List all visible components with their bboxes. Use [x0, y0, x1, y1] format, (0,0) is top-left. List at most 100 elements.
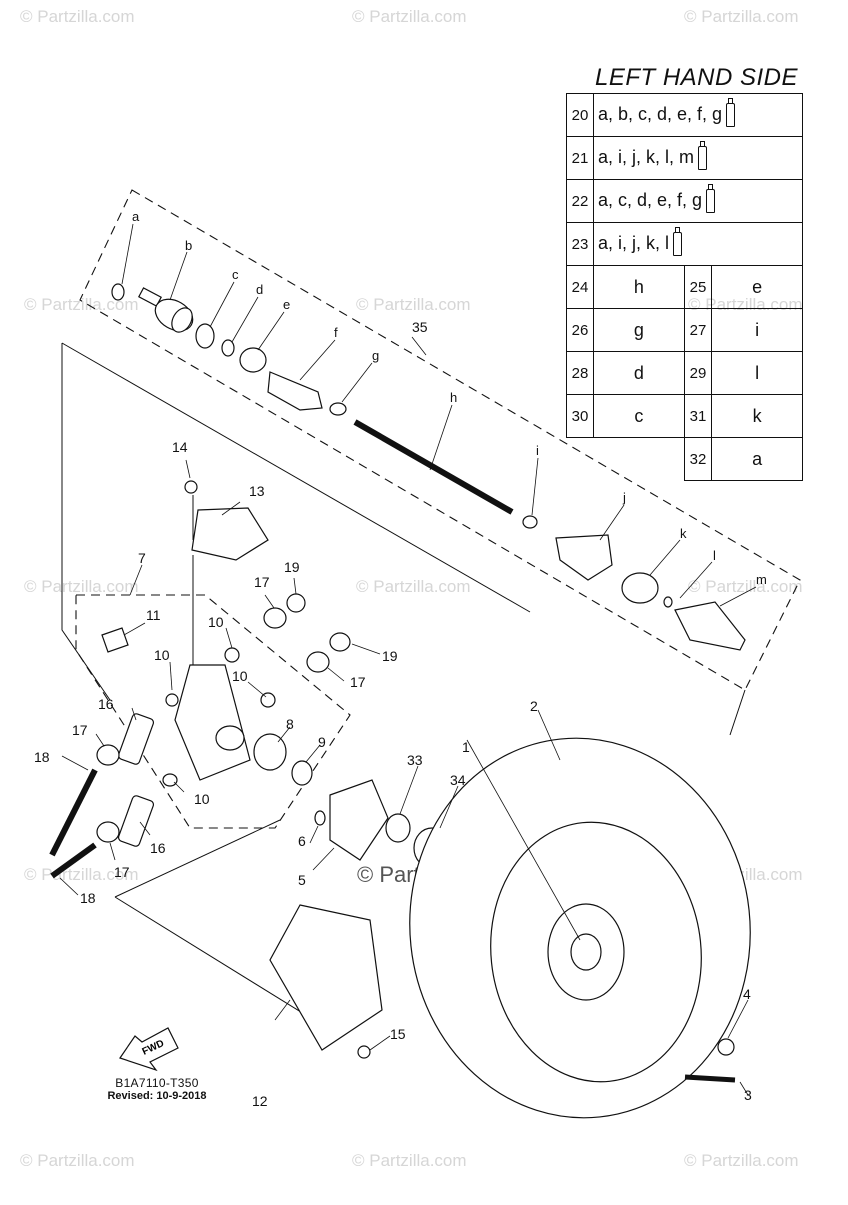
callout-18: 18 — [80, 890, 96, 906]
watermark: © Partzilla.com — [356, 577, 471, 596]
legend-row-26-27: 26 g 27 i — [566, 308, 803, 352]
reference-code: B1A7110-T350 — [115, 1076, 199, 1090]
legend-part-letter: i — [711, 308, 803, 352]
legend-num: 30 — [566, 394, 594, 438]
legend-num: 29 — [683, 351, 712, 395]
legend-letters: a, i, j, k, l — [598, 232, 670, 253]
grease-tube-icon — [706, 184, 716, 213]
legend-letters: a, b, c, d, e, f, g — [598, 103, 723, 124]
callout-2: 2 — [530, 698, 538, 714]
callout-10: 10 — [194, 791, 210, 807]
legend-num: 32 — [683, 437, 712, 481]
watermark: © Partzilla.com — [20, 1151, 135, 1170]
watermark: © Partzilla.com — [352, 1151, 467, 1170]
diagram-reference: B1A7110-T350 Revised: 10-9-2018 — [92, 1076, 222, 1102]
callout-i: i — [536, 443, 539, 458]
legend-num: 31 — [683, 394, 712, 438]
legend-row-22: 22 a, c, d, e, f, g — [566, 179, 803, 223]
grease-tube-icon — [673, 227, 683, 256]
legend-part-letter: l — [711, 351, 803, 395]
legend-part-letter: e — [711, 265, 803, 309]
knuckle-box — [75, 594, 351, 829]
watermark: © Partzilla.com — [352, 7, 467, 26]
watermark: © Partzilla.com — [24, 295, 139, 314]
letter-callouts: a b c d e f g h i j k l m — [132, 209, 767, 587]
callout-19: 19 — [284, 559, 300, 575]
driveshaft-box — [79, 189, 801, 691]
legend-row-28-29: 28 d 29 l — [566, 351, 803, 395]
callout-16: 16 — [150, 840, 166, 856]
callout-j: j — [622, 490, 626, 505]
watermark: © Partzilla.com — [684, 7, 799, 26]
callout-17: 17 — [350, 674, 366, 690]
legend-part-letter: h — [593, 265, 685, 309]
legend-row-30-31: 30 c 31 k — [566, 394, 803, 438]
callout-14: 14 — [172, 439, 188, 455]
callout-b: b — [185, 238, 192, 253]
legend-num: 20 — [566, 93, 594, 137]
callout-17: 17 — [254, 574, 270, 590]
callout-17: 17 — [114, 864, 130, 880]
callout-10: 10 — [208, 614, 224, 630]
hub-and-wheel — [269, 737, 751, 1119]
legend-num: 26 — [566, 308, 594, 352]
legend-row-23: 23 a, i, j, k, l — [566, 222, 803, 266]
callout-a: a — [132, 209, 140, 224]
callout-18: 18 — [34, 749, 50, 765]
watermark: © Partzilla.com — [24, 577, 139, 596]
callout-17: 17 — [72, 722, 88, 738]
callout-l: l — [713, 548, 716, 563]
callout-15: 15 — [390, 1026, 406, 1042]
legend-row-24-25: 24 h 25 e — [566, 265, 803, 309]
watermark: © Partzilla.com — [356, 295, 471, 314]
legend-num: 22 — [566, 179, 594, 223]
callout-k: k — [680, 526, 687, 541]
legend-part-letter: g — [593, 308, 685, 352]
callout-3: 3 — [744, 1087, 752, 1103]
legend-num: 23 — [566, 222, 594, 266]
revision-date: Revised: 10-9-2018 — [107, 1090, 207, 1102]
callout-4: 4 — [743, 986, 751, 1002]
legend-letters: a, c, d, e, f, g — [598, 189, 703, 210]
legend-part-letter: d — [593, 351, 685, 395]
callout-c: c — [232, 267, 239, 282]
callout-10: 10 — [154, 647, 170, 663]
callout-19: 19 — [382, 648, 398, 664]
callout-d: d — [256, 282, 263, 297]
callouts: 1 2 3 4 5 6 7 8 9 10 10 10 10 11 12 13 1… — [34, 319, 752, 1109]
watermark: © Partzilla.com — [684, 1151, 799, 1170]
callout-11: 11 — [146, 607, 161, 623]
callout-h: h — [450, 390, 457, 405]
callout-8: 8 — [286, 716, 294, 732]
legend-row-20: 20 a, b, c, d, e, f, g — [566, 93, 803, 137]
callout-g: g — [372, 348, 379, 363]
callout-1: 1 — [462, 739, 470, 755]
legend-num: 25 — [683, 265, 712, 309]
legend-row-21: 21 a, i, j, k, l, m — [566, 136, 803, 180]
leader-lines — [59, 223, 757, 1096]
callout-35: 35 — [412, 319, 428, 335]
diagram-title: LEFT HAND SIDE — [594, 64, 798, 91]
legend-num: 27 — [683, 308, 712, 352]
callout-m: m — [756, 572, 767, 587]
callout-13: 13 — [249, 483, 265, 499]
cv-joint-outer — [111, 283, 746, 651]
callout-34: 34 — [450, 772, 466, 788]
legend-part-letter: k — [711, 394, 803, 438]
watermark: © Partzilla.com — [20, 7, 135, 26]
callout-16: 16 — [98, 696, 114, 712]
legend-letters: a, i, j, k, l, m — [598, 146, 695, 167]
fwd-arrow-icon: FWD — [119, 1027, 179, 1072]
callout-12: 12 — [252, 1093, 268, 1109]
grease-tube-icon — [698, 141, 708, 170]
callout-6: 6 — [298, 833, 306, 849]
callout-7: 7 — [138, 550, 146, 566]
callout-9: 9 — [318, 734, 326, 750]
knuckle-assembly — [49, 480, 351, 879]
legend-part-letter: a — [711, 437, 803, 481]
watermark: © Partzilla.com — [688, 577, 803, 596]
parts-legend-table: 20 a, b, c, d, e, f, g 21 a, i, j, k, l,… — [566, 93, 803, 481]
grease-tube-icon — [726, 98, 736, 127]
callout-5: 5 — [298, 872, 306, 888]
